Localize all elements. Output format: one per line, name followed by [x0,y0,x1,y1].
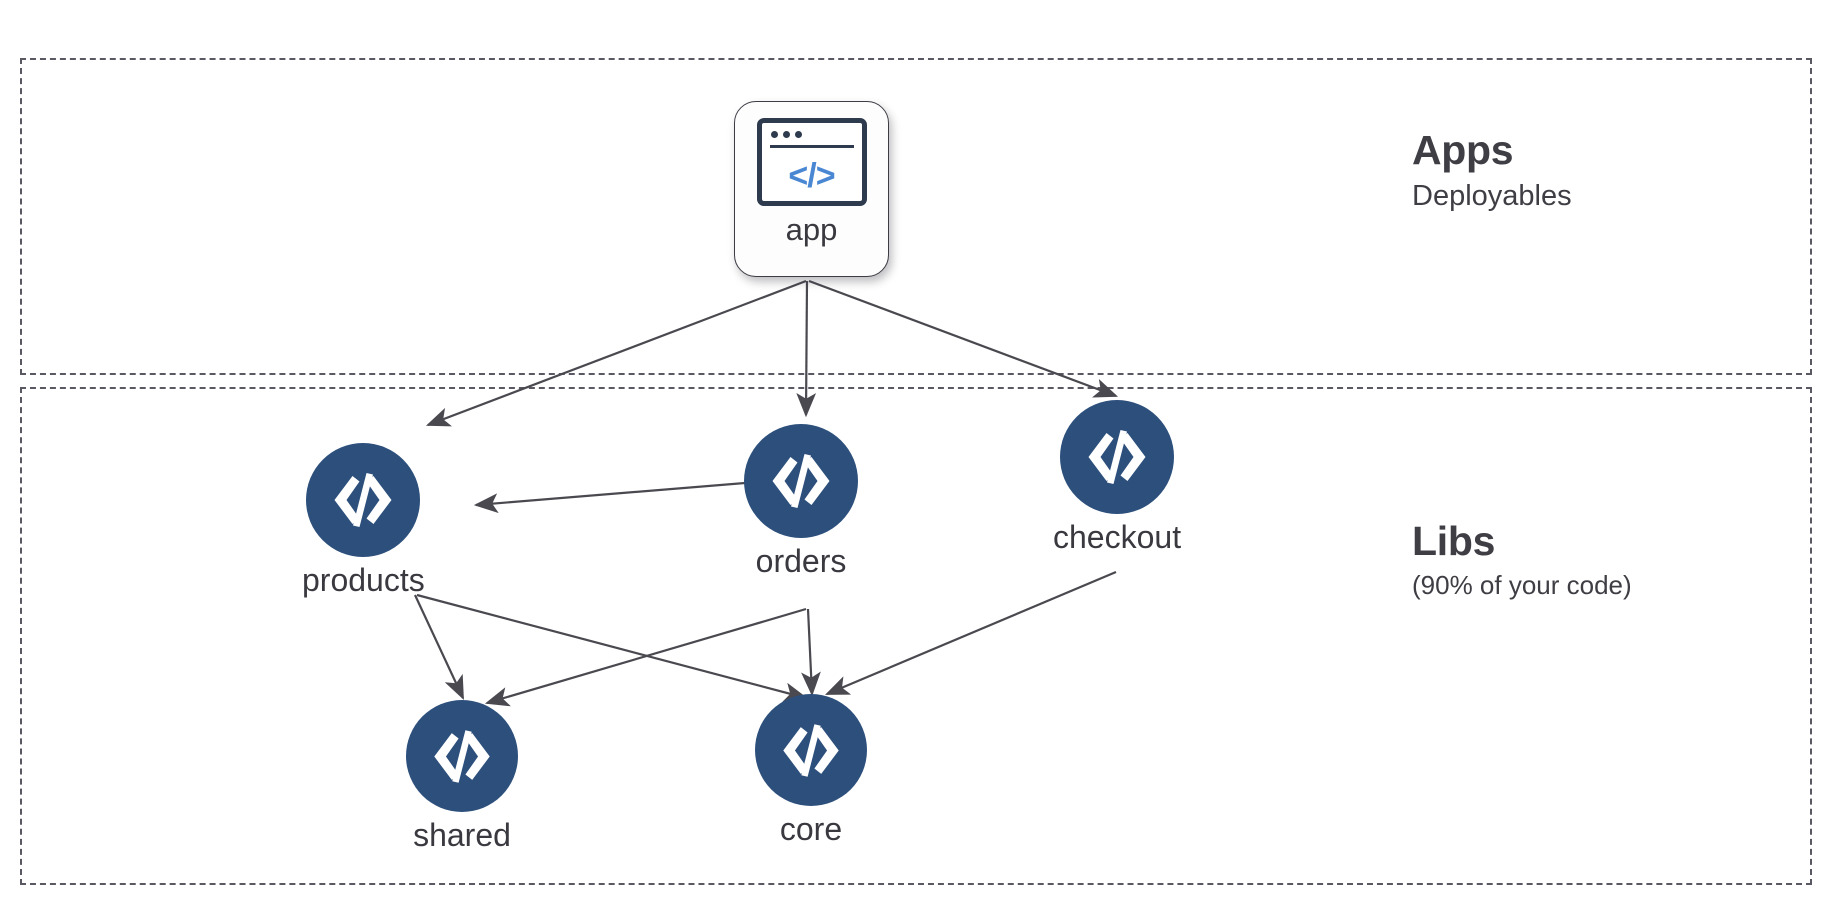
node-app[interactable]: </> app [734,101,889,277]
code-circle-icon [755,694,867,806]
node-orders[interactable]: orders [744,424,858,580]
zone-apps-subtitle: Deployables [1412,180,1572,213]
window-titlebar-rule [769,145,854,148]
code-glyph-svg [1088,430,1146,484]
code-circle-icon [744,424,858,538]
zone-caption-apps: Apps Deployables [1412,127,1572,213]
zone-libs [20,387,1812,885]
zone-apps [20,58,1812,375]
code-glyph: </> [788,156,835,195]
zone-caption-libs: Libs (90% of your code) [1412,518,1632,601]
code-glyph-svg [434,729,490,783]
node-orders-label: orders [755,543,847,579]
node-checkout[interactable]: checkout [1053,400,1181,556]
node-products-label: products [302,562,425,598]
code-circle-icon [306,443,421,557]
code-glyph-svg [772,454,830,508]
zone-apps-title: Apps [1412,127,1514,173]
code-circle-icon [1060,400,1175,514]
node-core-label: core [779,811,843,847]
node-shared-label: shared [413,817,511,853]
node-shared[interactable]: shared [406,700,518,854]
code-glyph-svg [783,723,839,777]
node-products[interactable]: products [302,443,425,599]
node-checkout-label: checkout [1053,519,1182,555]
code-window-icon: </> [756,118,867,206]
code-circle-icon [406,700,518,812]
zone-libs-subtitle: (90% of your code) [1412,570,1632,601]
code-glyph-svg [334,473,392,527]
node-core[interactable]: core [755,694,867,848]
window-dots-icon [770,131,802,138]
node-app-label: app [785,212,838,247]
zone-libs-title: Libs [1412,518,1496,564]
